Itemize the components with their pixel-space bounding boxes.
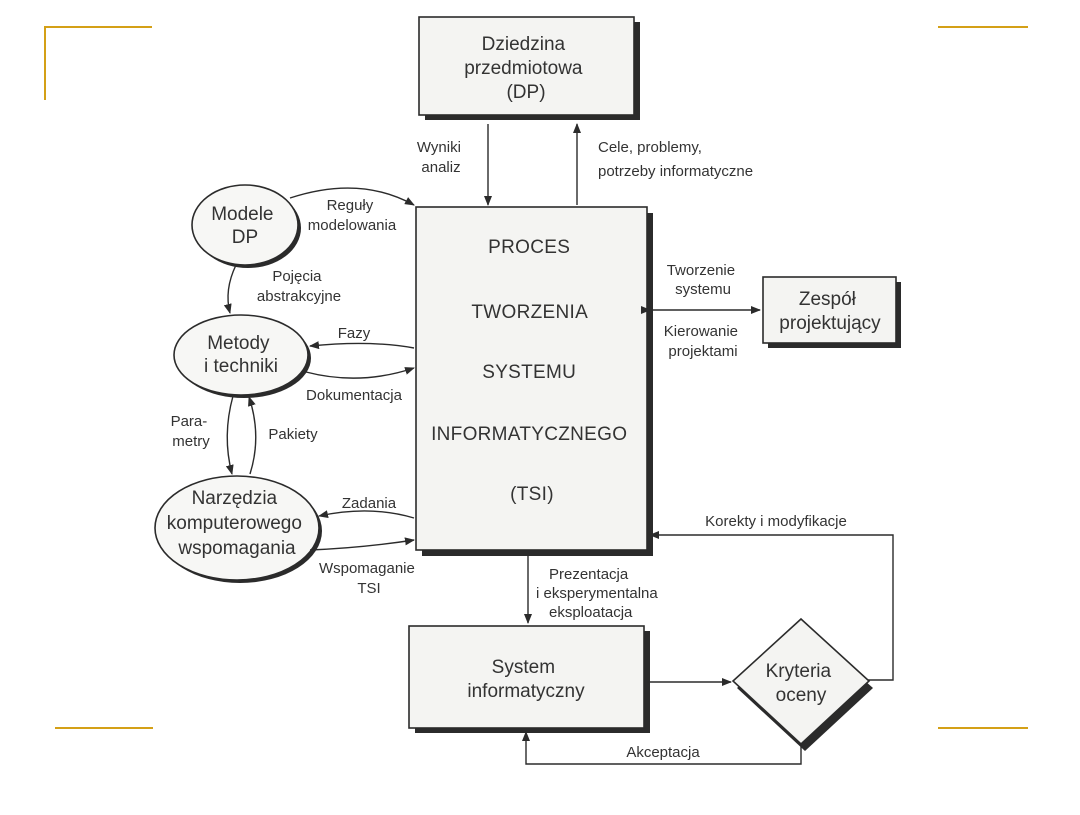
arrow-wspomaganie — [309, 537, 415, 551]
label-prezentacja-line-2: i eksperymentalna — [536, 585, 658, 602]
criteria-diamond: Kryteria oceny — [731, 617, 873, 751]
arrow-zadania — [318, 510, 415, 519]
methods-ellipse: Metody i techniki — [173, 314, 311, 398]
label-prezentacja-line-3: eksploatacja — [549, 604, 633, 621]
svg-text:Dziedzina przedmiotowa: Dziedzina przedmiotowa (DP) — [464, 34, 588, 103]
models-label-line-2: DP — [232, 227, 258, 248]
label-reguly-line-1: Reguły — [327, 197, 374, 214]
team-label-line-2: projektujący — [779, 313, 881, 334]
label-zadania: Zadania — [342, 495, 397, 512]
tools-ellipse: Narzędzia komputerowego wspomagania — [154, 475, 322, 583]
process-label-line-3: SYSTEMU — [482, 362, 576, 383]
svg-text:PROCES TWORZENIA S: PROCES TWORZENIA SYSTEMU INFORMATYCZNEGO… — [431, 237, 633, 505]
svg-text:Modele DP: Modele DP — [211, 204, 279, 248]
criteria-label-line-2: oceny — [776, 685, 827, 706]
svg-text:Kierowanie projektami: Kierowanie projektami — [664, 323, 742, 360]
label-cele-line-2: potrzeby informatyczne — [598, 163, 753, 180]
label-kierowanie-line-2: projektami — [668, 343, 737, 360]
svg-text:Para- metry: Para- metry — [171, 413, 212, 450]
domain-label-line-2: przedmiotowa — [464, 58, 583, 79]
system-box: System informatyczny — [408, 625, 650, 733]
svg-text:Tworzenie systemu: Tworzenie systemu — [667, 262, 740, 298]
criteria-label-line-1: Kryteria — [766, 661, 832, 682]
label-pojecia-line-2: abstrakcyjne — [257, 288, 341, 305]
label-dokumentacja: Dokumentacja — [306, 387, 403, 404]
methods-label-line-1: Metody — [207, 333, 270, 354]
tools-label-line-3: wspomagania — [177, 538, 296, 559]
svg-text:Pojęcia abstrakcyjne: Pojęcia abstrakcyjne — [257, 268, 341, 305]
connectors — [223, 123, 894, 765]
label-parametry-line-1: Para- — [171, 413, 208, 430]
process-label-line-4: INFORMATYCZNEGO — [431, 424, 627, 445]
domain-box: Dziedzina przedmiotowa (DP) — [418, 16, 640, 120]
label-fazy: Fazy — [338, 325, 371, 342]
process-box: PROCES TWORZENIA SYSTEMU INFORMATYCZNEGO… — [415, 206, 653, 556]
domain-label-line-3: (DP) — [506, 82, 545, 103]
label-wspomaganie-line-1: Wspomaganie — [319, 560, 415, 577]
team-box: Zespół projektujący — [762, 276, 901, 348]
svg-text:Prezentacja i eksperymenta: Prezentacja i eksperymentalna eksploatac… — [536, 566, 662, 621]
label-akceptacja: Akceptacja — [626, 744, 700, 761]
tools-label-line-2: komputerowego — [167, 513, 302, 534]
svg-text:Narzędzia komputerowego: Narzędzia komputerowego wspomagania — [167, 488, 307, 559]
arrow-parametry — [225, 395, 234, 475]
frame-top-left — [44, 26, 152, 100]
models-label-line-1: Modele — [211, 204, 273, 225]
arrow-dokumentacja — [305, 367, 415, 379]
system-label-line-1: System — [492, 657, 555, 678]
process-label-line-2: TWORZENIA — [471, 302, 588, 323]
svg-text:Reguły modelowania: Reguły modelowania — [308, 197, 397, 234]
label-kierowanie-line-1: Kierowanie — [664, 323, 738, 340]
arrow-akceptacja — [522, 731, 802, 765]
label-parametry-line-2: metry — [172, 433, 210, 450]
svg-text:Kryteria oceny: Kryteria oceny — [766, 661, 837, 706]
process-label-line-1: PROCES — [488, 237, 570, 258]
models-ellipse: Modele DP — [191, 184, 301, 268]
svg-text:Zespół projektujący: Zespół projektujący — [779, 289, 881, 334]
label-wyniki-line-2: analiz — [421, 159, 460, 176]
label-cele-line-1: Cele, problemy, — [598, 139, 702, 156]
arrow-pakiety — [248, 396, 257, 475]
svg-text:Metody i techniki: Metody i techniki — [204, 333, 278, 377]
svg-text:System informatyczny: System informatyczny — [467, 657, 585, 702]
slide-frame — [44, 26, 1028, 729]
svg-text:Wspomaganie TSI: Wspomaganie TSI — [319, 560, 419, 597]
label-korekty: Korekty i modyfikacje — [705, 513, 847, 530]
label-prezentacja-line-1: Prezentacja — [549, 566, 629, 583]
label-pakiety: Pakiety — [268, 426, 318, 443]
label-tworzenie-line-1: Tworzenie — [667, 262, 735, 279]
label-wspomaganie-line-2: TSI — [357, 580, 380, 597]
system-label-line-2: informatyczny — [467, 681, 585, 702]
svg-text:Wyniki analiz: Wyniki analiz — [417, 139, 465, 176]
label-reguly-line-2: modelowania — [308, 217, 397, 234]
label-wyniki-line-1: Wyniki — [417, 139, 461, 156]
methods-label-line-2: i techniki — [204, 356, 278, 377]
team-label-line-1: Zespół — [799, 289, 857, 310]
domain-label-line-1: Dziedzina — [482, 34, 566, 55]
arrow-korekty — [649, 531, 894, 681]
arrow-fazy — [309, 341, 415, 350]
arrow-reguly — [289, 187, 415, 206]
arrow-pojecia — [223, 264, 237, 314]
tools-label-line-1: Narzędzia — [192, 488, 278, 509]
process-label-line-5: (TSI) — [510, 484, 554, 505]
label-pojecia-line-1: Pojęcia — [272, 268, 322, 285]
svg-text:Cele, problemy, potrzeby i: Cele, problemy, potrzeby informatyczne — [598, 139, 753, 180]
label-tworzenie-line-2: systemu — [675, 281, 731, 298]
